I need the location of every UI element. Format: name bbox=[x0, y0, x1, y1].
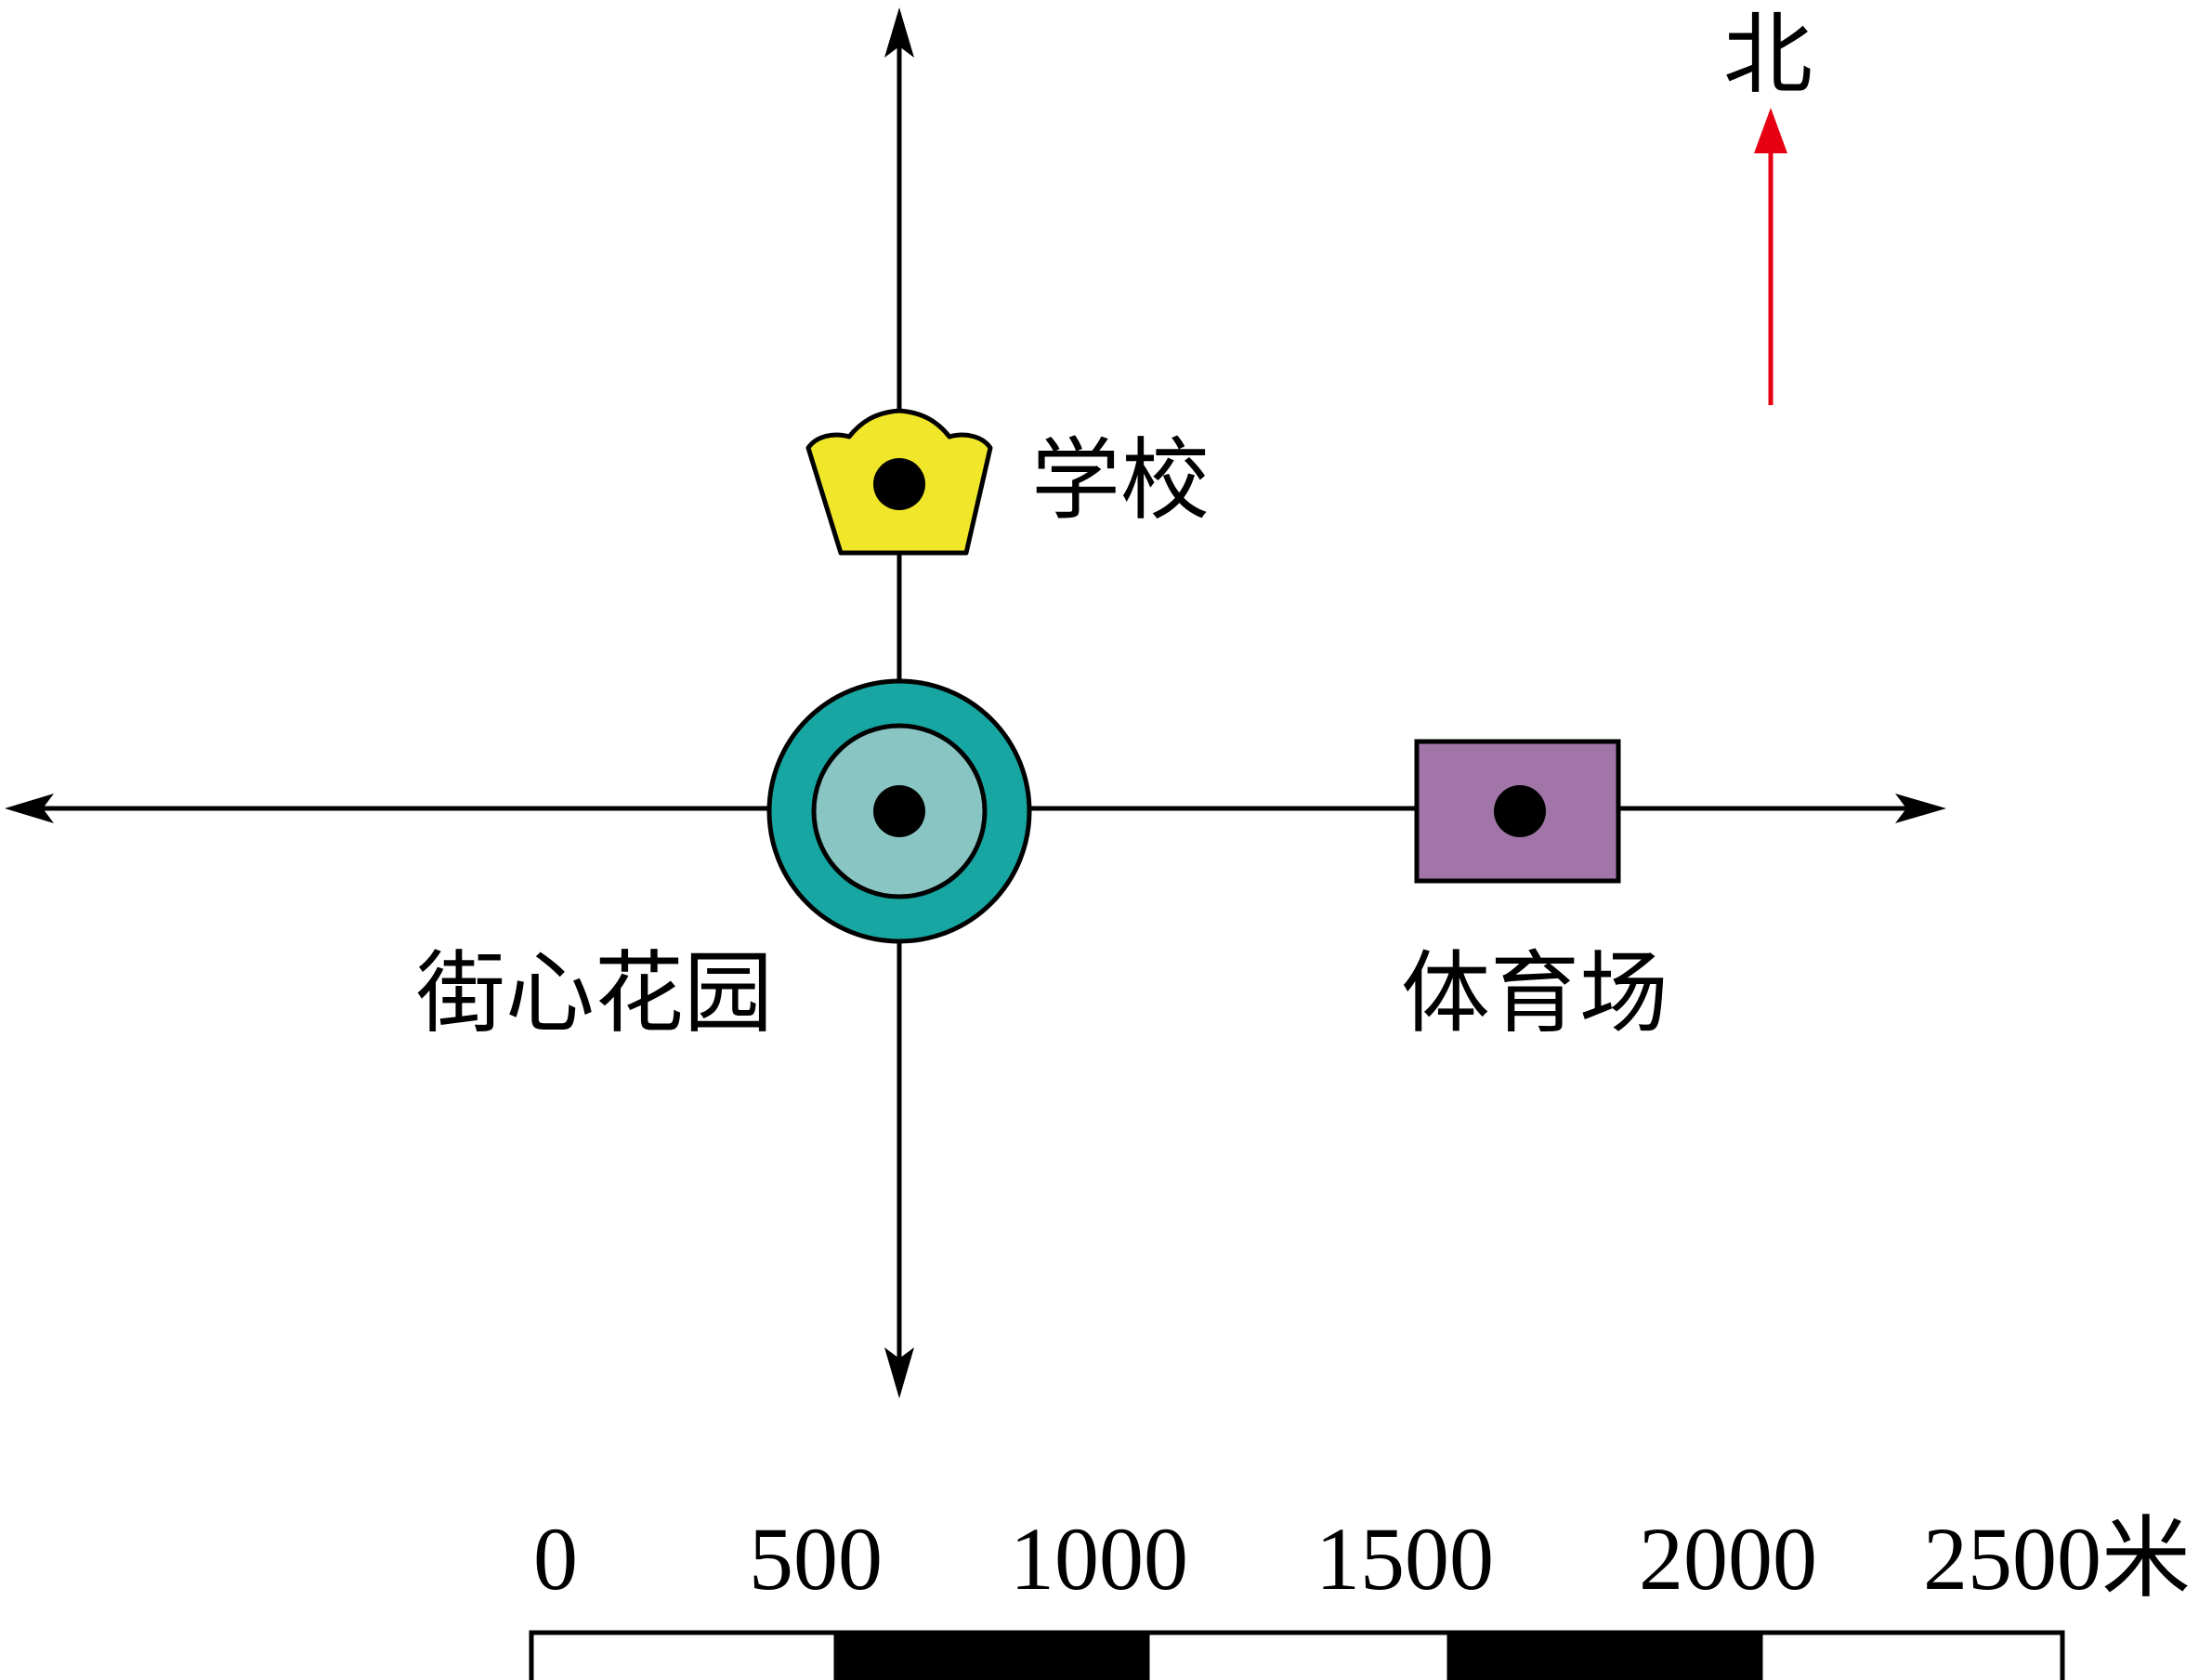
stadium-dot bbox=[1494, 785, 1546, 837]
garden-marker: 街心花园 bbox=[416, 678, 1032, 1045]
scale-label-1500: 1500 bbox=[1315, 1509, 1494, 1608]
school-label: 学校 bbox=[1031, 428, 1210, 532]
scale-segment-5 bbox=[1758, 1630, 2065, 1680]
scale-segment-1 bbox=[529, 1630, 839, 1680]
stadium-label: 体育场 bbox=[1401, 941, 1669, 1045]
scale-label-500: 500 bbox=[749, 1509, 883, 1608]
scale-segment-2 bbox=[833, 1630, 1150, 1680]
stadium-marker: 体育场 bbox=[1401, 739, 1669, 1045]
arrowhead-south bbox=[884, 1347, 914, 1398]
scale-bar: 0 500 1000 1500 2000 2500米 bbox=[529, 1509, 2191, 1680]
garden-label: 街心花园 bbox=[416, 941, 773, 1045]
scale-label-2500: 2500米 bbox=[1923, 1509, 2191, 1608]
north-label: 北 bbox=[1723, 3, 1813, 107]
arrowhead-north bbox=[884, 7, 914, 58]
school-marker: 学校 bbox=[805, 408, 1210, 556]
arrowhead-east bbox=[1895, 794, 1946, 823]
scale-segment-4 bbox=[1446, 1630, 1763, 1680]
school-dot bbox=[873, 458, 925, 510]
scale-label-2000: 2000 bbox=[1639, 1509, 1817, 1608]
arrowhead-west bbox=[5, 794, 54, 823]
scale-segment-3 bbox=[1145, 1630, 1452, 1680]
north-arrow: 北 bbox=[1723, 3, 1813, 405]
scale-label-1000: 1000 bbox=[1010, 1509, 1188, 1608]
stadium-icon bbox=[1414, 739, 1621, 884]
garden-dot bbox=[873, 785, 925, 837]
north-arrow-head bbox=[1754, 108, 1787, 153]
scale-label-0: 0 bbox=[533, 1509, 578, 1608]
